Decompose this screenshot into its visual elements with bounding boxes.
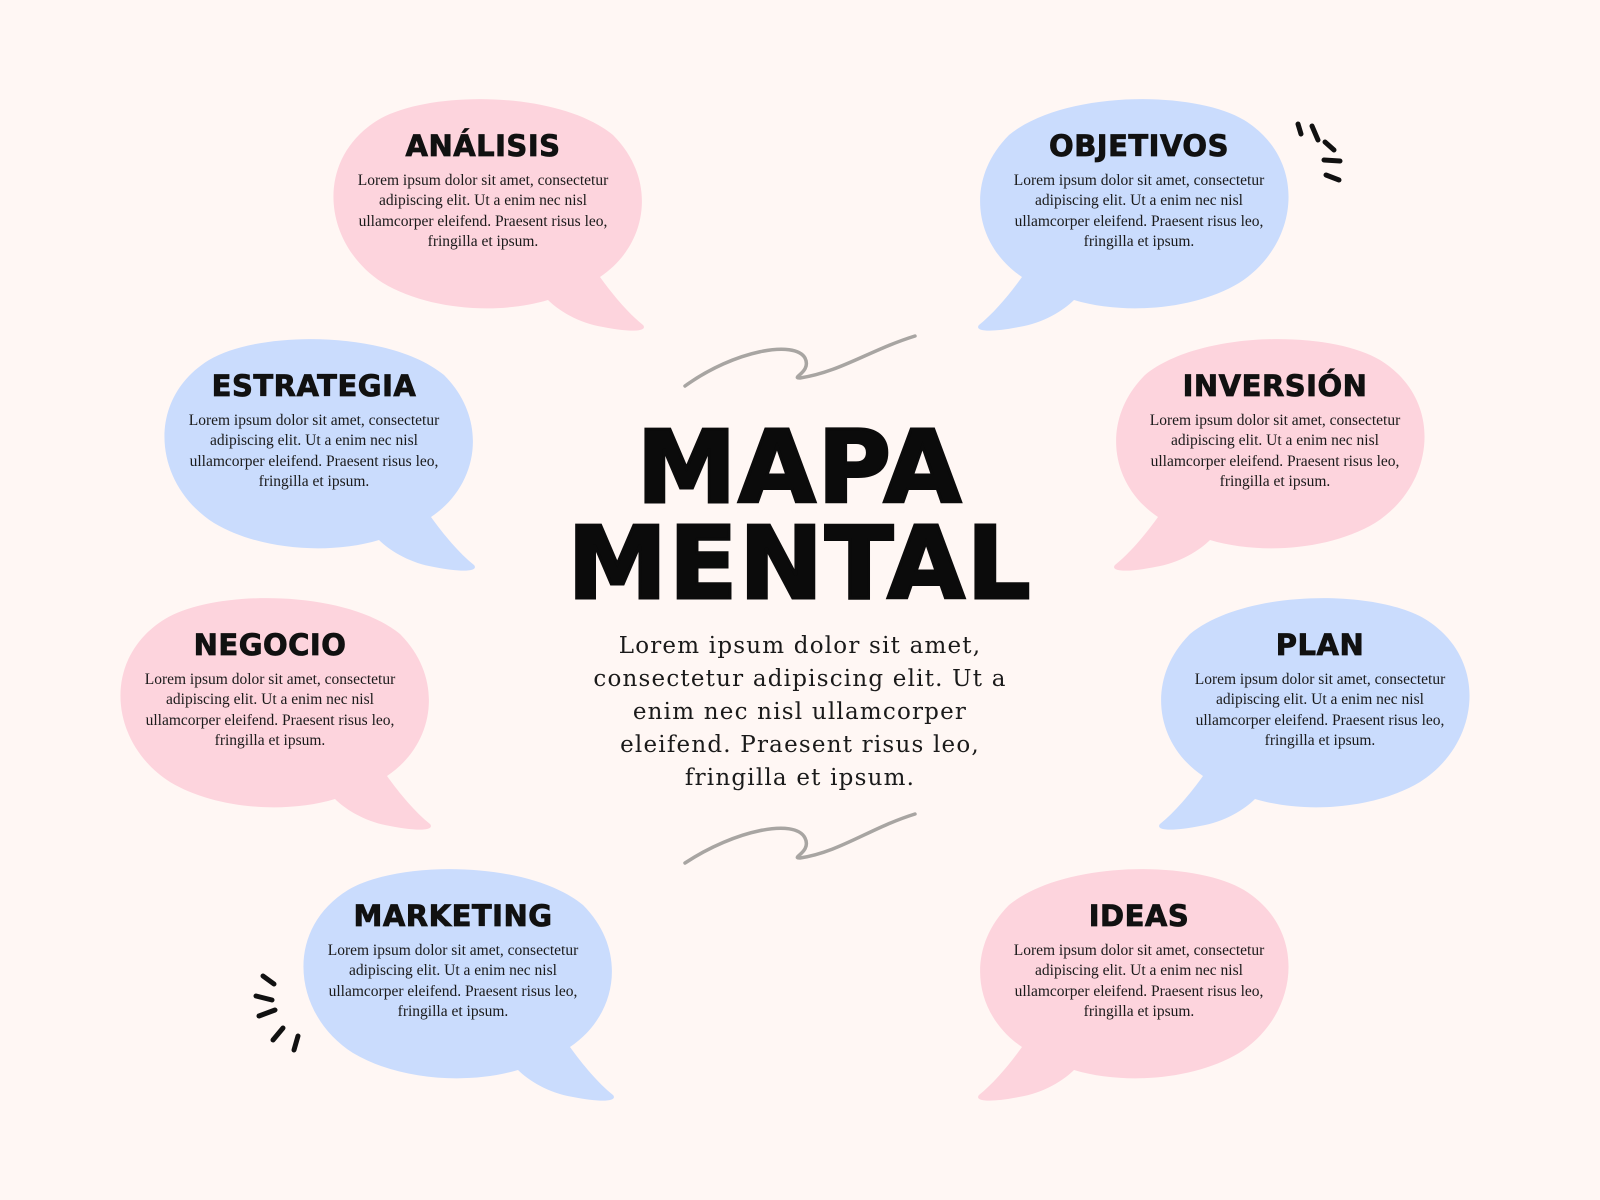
- bubble-text: Lorem ipsum dolor sit amet, consectetur …: [1013, 941, 1265, 1021]
- main-title: MAPA MENTAL: [560, 409, 1040, 622]
- top-squiggle: [683, 334, 917, 388]
- sparkle-bottom-left-icon: [253, 973, 301, 1053]
- bottom-squiggle: [683, 812, 917, 865]
- bubble-text: Lorem ipsum dolor sit amet, consectetur …: [1149, 411, 1401, 491]
- bubble-text: Lorem ipsum dolor sit amet, consectetur …: [357, 171, 609, 251]
- bubble-title: INVERSIÓN: [1182, 369, 1368, 403]
- speech-bubble-shape: [120, 598, 431, 830]
- bubble-title: ESTRATEGIA: [211, 369, 417, 403]
- sparkle-top-right-icon: [1295, 121, 1343, 183]
- main-title-line1: MAPA: [635, 409, 964, 526]
- speech-bubble-shape: [1159, 598, 1470, 830]
- bubble-text: Lorem ipsum dolor sit amet, consectetur …: [1194, 670, 1446, 750]
- bubble-title: IDEAS: [1088, 899, 1190, 933]
- bubble-plan: PLAN Lorem ipsum dolor sit amet, consect…: [1155, 594, 1485, 844]
- bubble-marketing: MARKETING Lorem ipsum dolor sit amet, co…: [288, 865, 618, 1115]
- bubble-title: ANÁLISIS: [405, 129, 561, 163]
- bubble-text: Lorem ipsum dolor sit amet, consectetur …: [188, 411, 440, 491]
- bubble-title: PLAN: [1275, 628, 1365, 662]
- bubble-negocio: NEGOCIO Lorem ipsum dolor sit amet, cons…: [105, 594, 435, 844]
- bubble-ideas: IDEAS Lorem ipsum dolor sit amet, consec…: [974, 865, 1304, 1115]
- main-description: Lorem ipsum dolor sit amet, consectetur …: [593, 633, 1007, 791]
- bubble-inversion: INVERSIÓN Lorem ipsum dolor sit amet, co…: [1110, 335, 1440, 585]
- bubble-estrategia: ESTRATEGIA Lorem ipsum dolor sit amet, c…: [149, 335, 479, 585]
- bubble-text: Lorem ipsum dolor sit amet, consectetur …: [327, 941, 579, 1021]
- speech-bubble-shape: [1114, 339, 1425, 571]
- bubble-analisis: ANÁLISIS Lorem ipsum dolor sit amet, con…: [318, 95, 648, 345]
- speech-bubble-shape: [303, 869, 614, 1101]
- speech-bubble-shape: [978, 869, 1289, 1101]
- bubble-title: OBJETIVOS: [1049, 129, 1229, 163]
- bubble-text: Lorem ipsum dolor sit amet, consectetur …: [144, 670, 396, 750]
- main-title-line2: MENTAL: [566, 505, 1033, 622]
- bubble-title: MARKETING: [353, 899, 553, 933]
- speech-bubble-shape: [164, 339, 475, 571]
- bubble-text: Lorem ipsum dolor sit amet, consectetur …: [1013, 171, 1265, 251]
- speech-bubble-shape: [978, 99, 1289, 331]
- speech-bubble-shape: [333, 99, 644, 331]
- bubble-objetivos: OBJETIVOS Lorem ipsum dolor sit amet, co…: [974, 95, 1304, 345]
- bubble-title: NEGOCIO: [193, 628, 347, 662]
